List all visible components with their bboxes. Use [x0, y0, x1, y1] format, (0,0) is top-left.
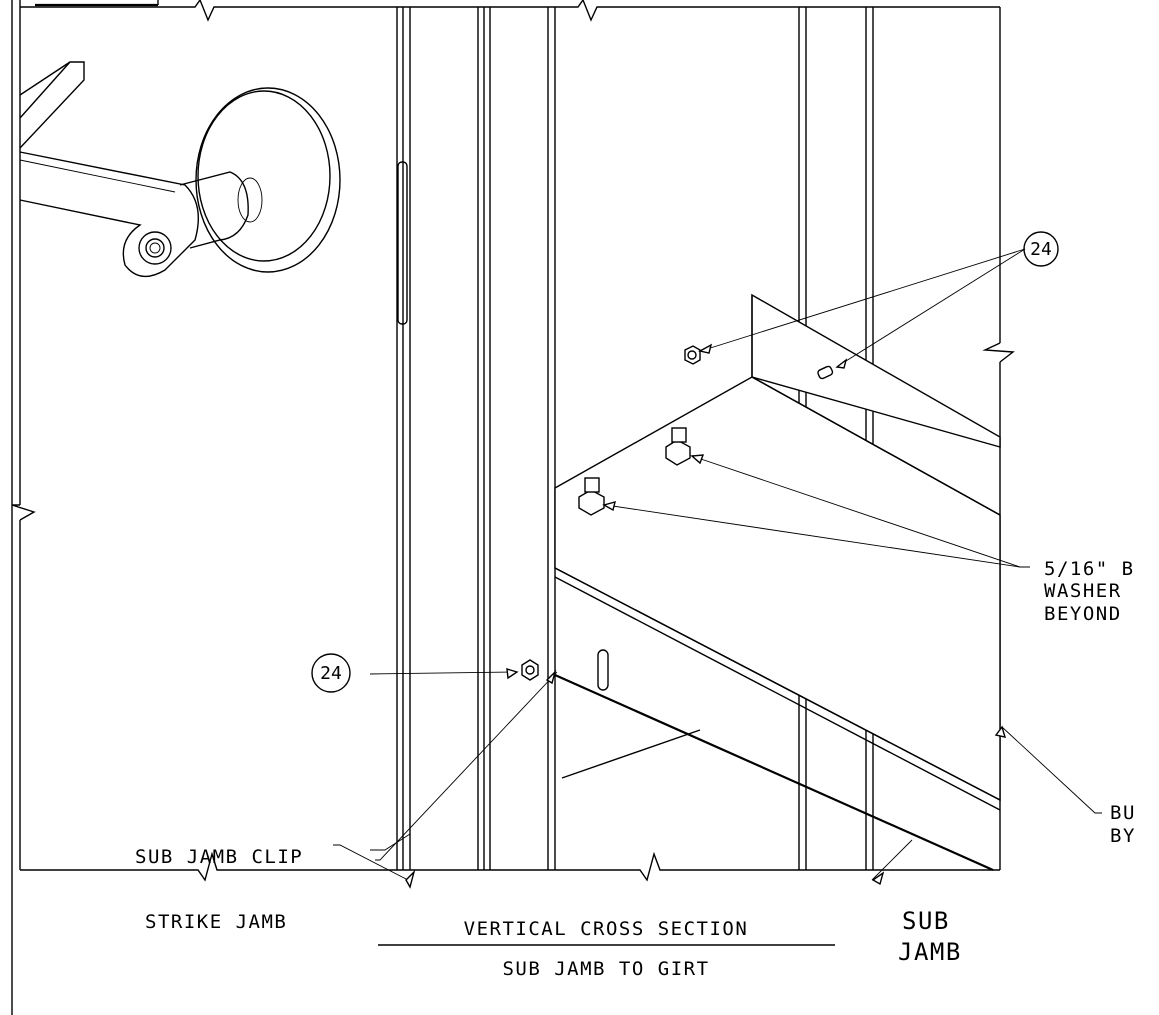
bolt-note-line-2: WASHER	[1044, 580, 1122, 602]
detail-title-text: VERTICAL CROSS SECTION	[464, 918, 749, 940]
sub-jamb-label: SUB JAMB	[898, 907, 962, 966]
sub-jamb-clip	[547, 7, 556, 870]
sub-jamb-clip-label: SUB JAMB CLIP	[135, 846, 303, 868]
sub-jamb-label-line-2: JAMB	[898, 938, 962, 966]
detail-subtitle-text: SUB JAMB TO GIRT	[502, 958, 709, 980]
bolt-lower	[578, 477, 605, 516]
strike-jamb-label: STRIKE JAMB	[145, 911, 287, 933]
building-note-line-1: BU	[1110, 802, 1136, 824]
bolt-top-right	[817, 365, 834, 380]
bolt-clip	[521, 659, 539, 681]
arrowheads	[405, 343, 1007, 889]
callout-bubble-top: 24	[1023, 231, 1059, 267]
bolt-note-line-3: BEYOND	[1044, 603, 1122, 625]
building-note: BU BY	[1110, 802, 1136, 847]
leader-lines	[333, 248, 1102, 881]
title-box-fragment	[35, 0, 159, 7]
door-lever-handle	[19, 61, 341, 278]
building-note-line-2: BY	[1110, 825, 1136, 847]
strike-jamb	[396, 7, 491, 870]
sub-jamb-label-line-1: SUB	[902, 907, 950, 935]
detail-title: VERTICAL CROSS SECTION SUB JAMB TO GIRT	[378, 918, 835, 980]
fasteners	[521, 345, 834, 681]
girt	[554, 293, 1001, 872]
callout-bubble-left: 24	[311, 653, 351, 693]
callout-number-left: 24	[320, 663, 342, 684]
bolt-top-left	[684, 345, 701, 365]
callout-number-top: 24	[1030, 239, 1052, 260]
bolt-note-line-1: 5/16" B	[1044, 558, 1135, 580]
bolt-mid	[665, 427, 691, 466]
bolt-note: 5/16" B WASHER BEYOND	[1044, 558, 1135, 625]
